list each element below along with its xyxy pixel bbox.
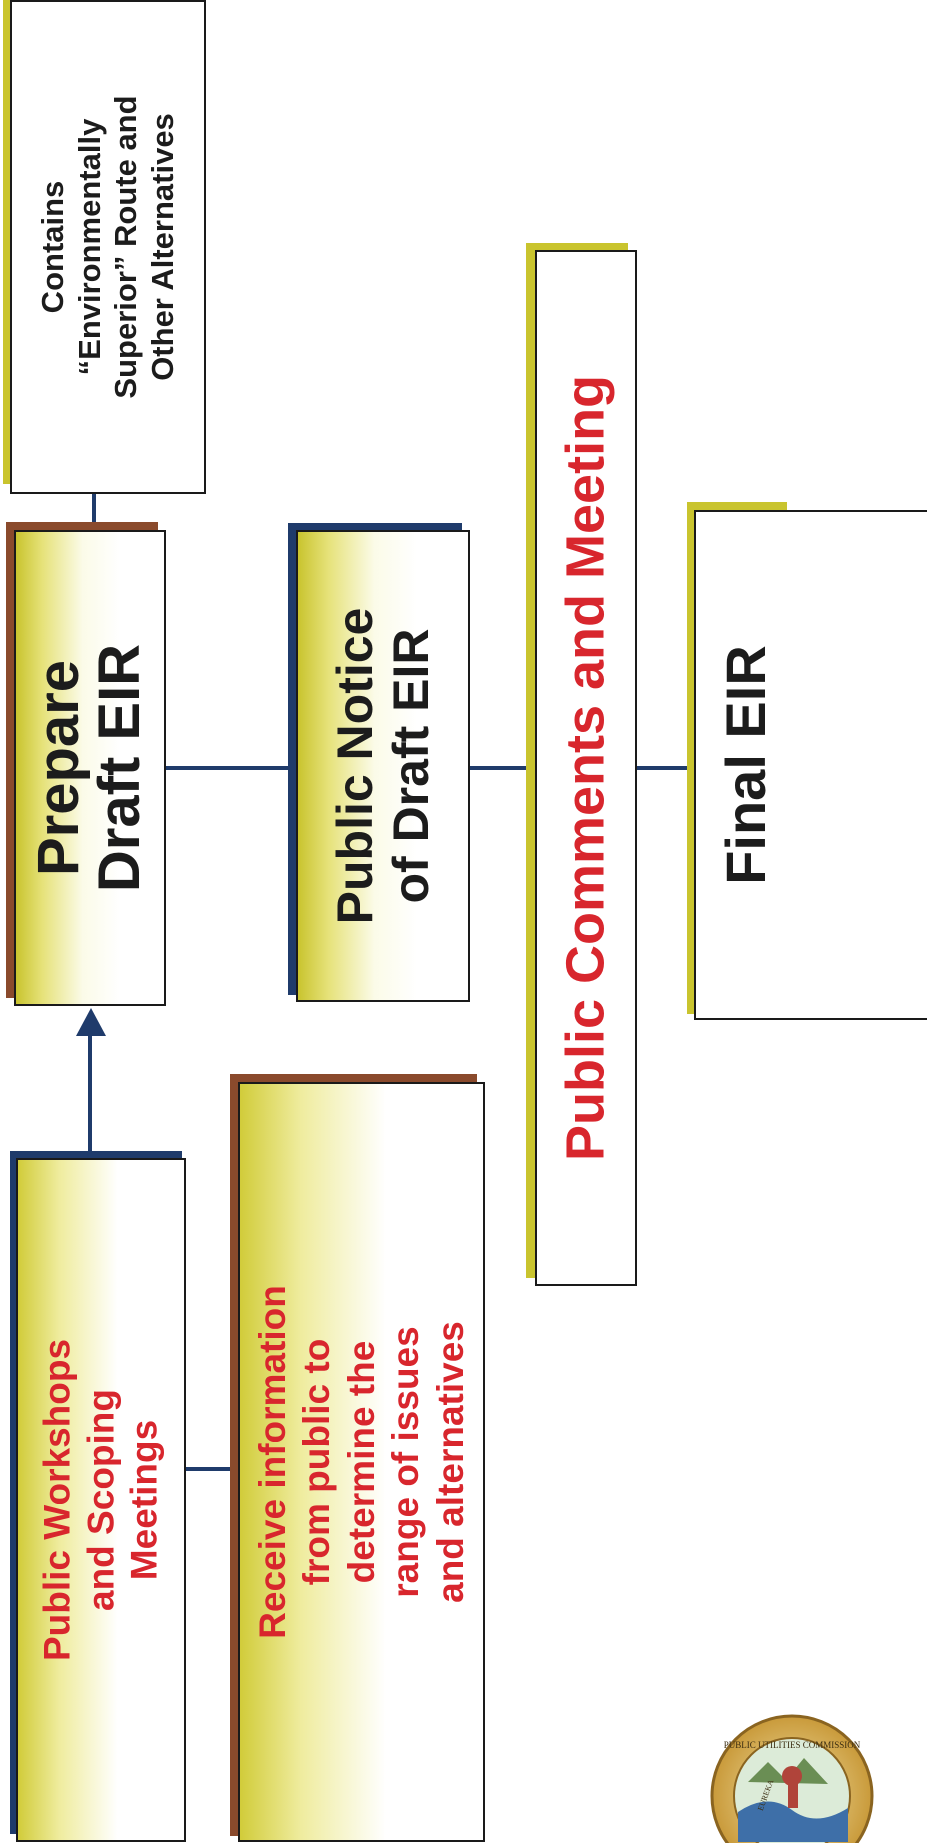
note-line-3: Superior” Route and: [108, 95, 143, 399]
notice-line-2: of Draft EIR: [383, 628, 439, 904]
connector-comments-to-final: [634, 766, 694, 770]
connector-note-to-prepare: [92, 492, 96, 532]
prepare-line-1: Prepare: [26, 659, 92, 877]
seal-ring-text: PUBLIC UTILITIES COMMISSION: [724, 1740, 861, 1750]
comments-line-1: Public Comments and Meeting: [555, 374, 616, 1162]
note-line-1: Contains: [34, 180, 70, 314]
notice-line-1: Public Notice: [327, 607, 383, 925]
receive-line-1: Receive information: [251, 1285, 293, 1639]
public-comments-box: Public Comments and Meeting: [535, 250, 637, 1286]
note-line-4: Other Alternatives: [144, 113, 180, 381]
final-line-1: Final EIR: [714, 645, 778, 885]
receive-line-3: determine the: [340, 1340, 382, 1584]
public-notice-box: Public Notice of Draft EIR: [296, 530, 470, 1002]
prepare-draft-eir-box: Prepare Draft EIR: [14, 530, 166, 1006]
receive-line-2: from public to: [295, 1338, 337, 1586]
alternatives-note-box: Contains “Environmentally Superior” Rout…: [10, 0, 206, 494]
connector-workshops-to-prepare: [88, 1030, 92, 1160]
public-workshops-box: Public Workshops and Scoping Meetings: [16, 1158, 186, 1842]
connector-notice-to-comments: [469, 766, 539, 770]
final-eir-box: Final EIR: [694, 510, 927, 1020]
workshops-line-3: Meetings: [123, 1419, 165, 1581]
receive-information-box: Receive information from public to deter…: [238, 1082, 485, 1842]
workshops-line-1: Public Workshops: [36, 1338, 78, 1662]
workshops-line-2: and Scoping: [80, 1389, 122, 1611]
connector-workshops-to-receive: [183, 1467, 235, 1471]
commission-seal-logo: PUBLIC UTILITIES COMMISSION EUREKA: [710, 1714, 874, 1843]
connector-prepare-to-notice: [165, 766, 295, 770]
note-line-2: “Environmentally: [71, 118, 107, 376]
receive-line-5: and alternatives: [429, 1321, 471, 1603]
prepare-line-2: Draft EIR: [87, 643, 152, 893]
arrowhead-up-icon: [76, 1008, 106, 1036]
receive-line-4: range of issues: [384, 1326, 426, 1598]
